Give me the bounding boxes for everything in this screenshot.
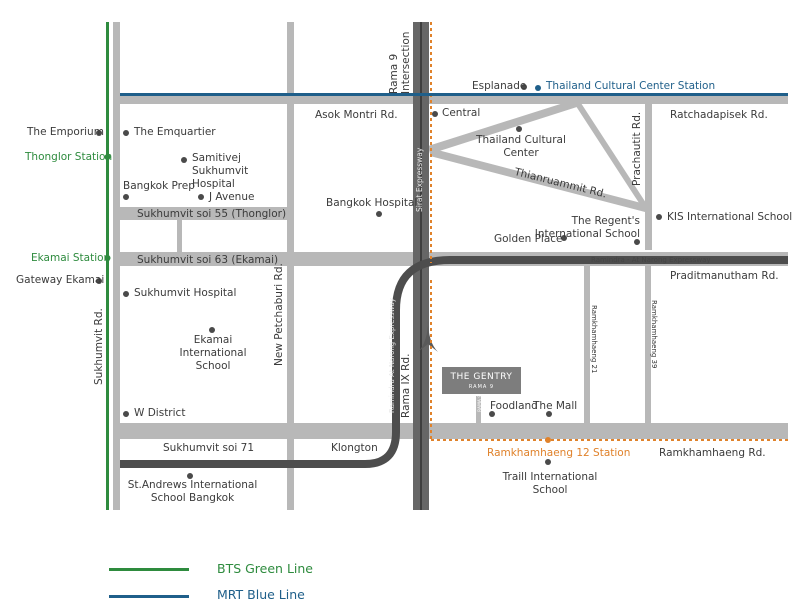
j-avenue-label: J Avenue — [209, 191, 255, 203]
road-small-link — [177, 220, 182, 252]
soi55-label: Sukhumvit soi 55 (Thonglor) — [137, 208, 287, 220]
road-ramkhamhaeng21 — [584, 265, 590, 423]
esplanade-dot — [521, 84, 527, 90]
road-ramkhamhaeng39 — [645, 265, 651, 423]
sirat-expressway-label: Sirat Expressway — [415, 147, 424, 212]
ekamai-school-label: Ekamai International School — [179, 334, 247, 372]
ramkhamhaeng39-label: Ramkhamhaeng 39 — [650, 300, 658, 369]
thonglor-station-marker — [104, 154, 111, 160]
the-mall-dot — [546, 411, 552, 417]
new-petchaburi-label: New Petchaburi Rd. — [273, 263, 285, 366]
tcc-station-marker — [535, 85, 541, 91]
road-ramindra-expressway — [120, 256, 788, 468]
st-andrews-dot — [187, 473, 193, 479]
bts-green-line — [106, 22, 109, 510]
foodland-dot — [489, 411, 495, 417]
samitivej-label: Samitivej Sukhumvit Hospital — [192, 152, 249, 190]
sukhumvit-rd-label: Sukhumvit Rd. — [93, 308, 105, 385]
road-ramindra-branch — [418, 320, 438, 352]
bangkok-prep-label: Bangkok Prep — [123, 180, 195, 192]
ramindra-expressway-vertical-label: Ramindra-At Narong Expressway — [388, 298, 396, 413]
emporium-dot — [96, 130, 102, 136]
sukhumvit-hospital-label: Sukhumvit Hospital — [134, 287, 237, 299]
mrt-blue-line — [120, 93, 788, 96]
ratchadapisek-label: Ratchadapisek Rd. — [670, 109, 768, 121]
kis-label: KIS International School — [667, 211, 793, 223]
rama9-intersection-label: Rama 9 Intersection — [388, 31, 412, 94]
ekamai-station-label: Ekamai Station — [31, 252, 111, 264]
thonglor-station-label: Thonglor Station — [25, 151, 113, 163]
soi71-label: Sukhumvit soi 71 — [163, 442, 255, 454]
ramindra-expressway-label: Ramindra - At Narong Expressway — [591, 256, 711, 264]
w-district-label: W District — [134, 407, 186, 419]
ekamai-station-marker — [104, 255, 111, 261]
legend-mrt-label: MRT Blue Line — [217, 587, 305, 602]
road-soi71 — [113, 423, 788, 439]
traill-dot — [545, 459, 551, 465]
emquartier-label: The Emquartier — [134, 126, 216, 138]
samitivej-dot — [181, 157, 187, 163]
traill-label: Traill International School — [502, 471, 598, 496]
golden-place-label: Golden Place — [494, 233, 563, 245]
road-ratchadapisek — [113, 96, 788, 104]
soi63-label: Sukhumvit soi 63 (Ekamai) — [137, 254, 279, 266]
gateway-ekamai-label: Gateway Ekamai — [16, 274, 105, 286]
road-diagonal-tcc — [572, 100, 648, 206]
legend-mrt-line — [109, 595, 189, 598]
golden-place-dot — [561, 235, 567, 241]
road-diagonal-lower — [430, 148, 645, 212]
emquartier-dot — [123, 130, 129, 136]
regents-label: The Regent's International School — [534, 215, 640, 240]
ramkhamhaeng21-label: Ramkhamhaeng 21 — [590, 305, 598, 374]
regents-dot — [634, 239, 640, 245]
road-diagonal-upper — [428, 100, 580, 154]
ekamai-school-dot — [209, 327, 215, 333]
foodland-label: Foodland — [490, 400, 538, 412]
emporium-label: The Emporium — [27, 126, 104, 138]
rama9-rd-label: Rama IX Rd. — [400, 353, 412, 418]
central-label: Central — [442, 107, 481, 119]
asok-montri-label: Asok Montri Rd. — [315, 109, 398, 121]
gentry-sub: RAMA 9 — [468, 384, 495, 390]
esplanade-label: Esplanade — [472, 80, 527, 92]
prachautit-label: Prachautit Rd. — [631, 111, 643, 186]
legend-bts-line — [109, 568, 189, 571]
bangkok-hospital-label: Bangkok Hospital — [326, 197, 418, 209]
the-gentry-marker: THE GENTRY RAMA 9 — [442, 367, 521, 394]
gateway-ekamai-dot — [96, 278, 102, 284]
kis-dot — [656, 214, 662, 220]
bangkok-prep-dot — [123, 194, 129, 200]
ramkhamhaeng12-station-label: Ramkhamhaeng 12 Station — [487, 447, 631, 459]
legend-bts-label: BTS Green Line — [217, 561, 313, 576]
praditmanutham-label: Praditmanutham Rd. — [670, 270, 779, 282]
tcc-station-label: Thailand Cultural Center Station — [546, 80, 716, 92]
central-dot — [432, 111, 438, 117]
st-andrews-label: St.Andrews International School Bangkok — [127, 479, 258, 504]
ramkhamhaeng12-station-marker — [545, 437, 551, 443]
j-avenue-dot — [198, 194, 204, 200]
tcc-label: Thailand Cultural Center — [476, 134, 566, 159]
sukhumvit-hospital-dot — [123, 291, 129, 297]
ramkhamhaeng-label: Ramkhamhaeng Rd. — [659, 447, 766, 459]
klongton-label: Klongton — [331, 442, 378, 454]
tcc-dot — [516, 126, 522, 132]
road-soi55 — [113, 207, 287, 220]
the-mall-label: The Mall — [533, 400, 578, 412]
bangkok-hospital-dot — [376, 211, 382, 217]
w-district-dot — [123, 411, 129, 417]
road-prachautit — [645, 104, 652, 250]
road-small-link-2 — [476, 396, 481, 423]
gentry-name: THE GENTRY — [450, 372, 513, 382]
gentry-small-road-label: RAMA 9 — [478, 394, 483, 412]
